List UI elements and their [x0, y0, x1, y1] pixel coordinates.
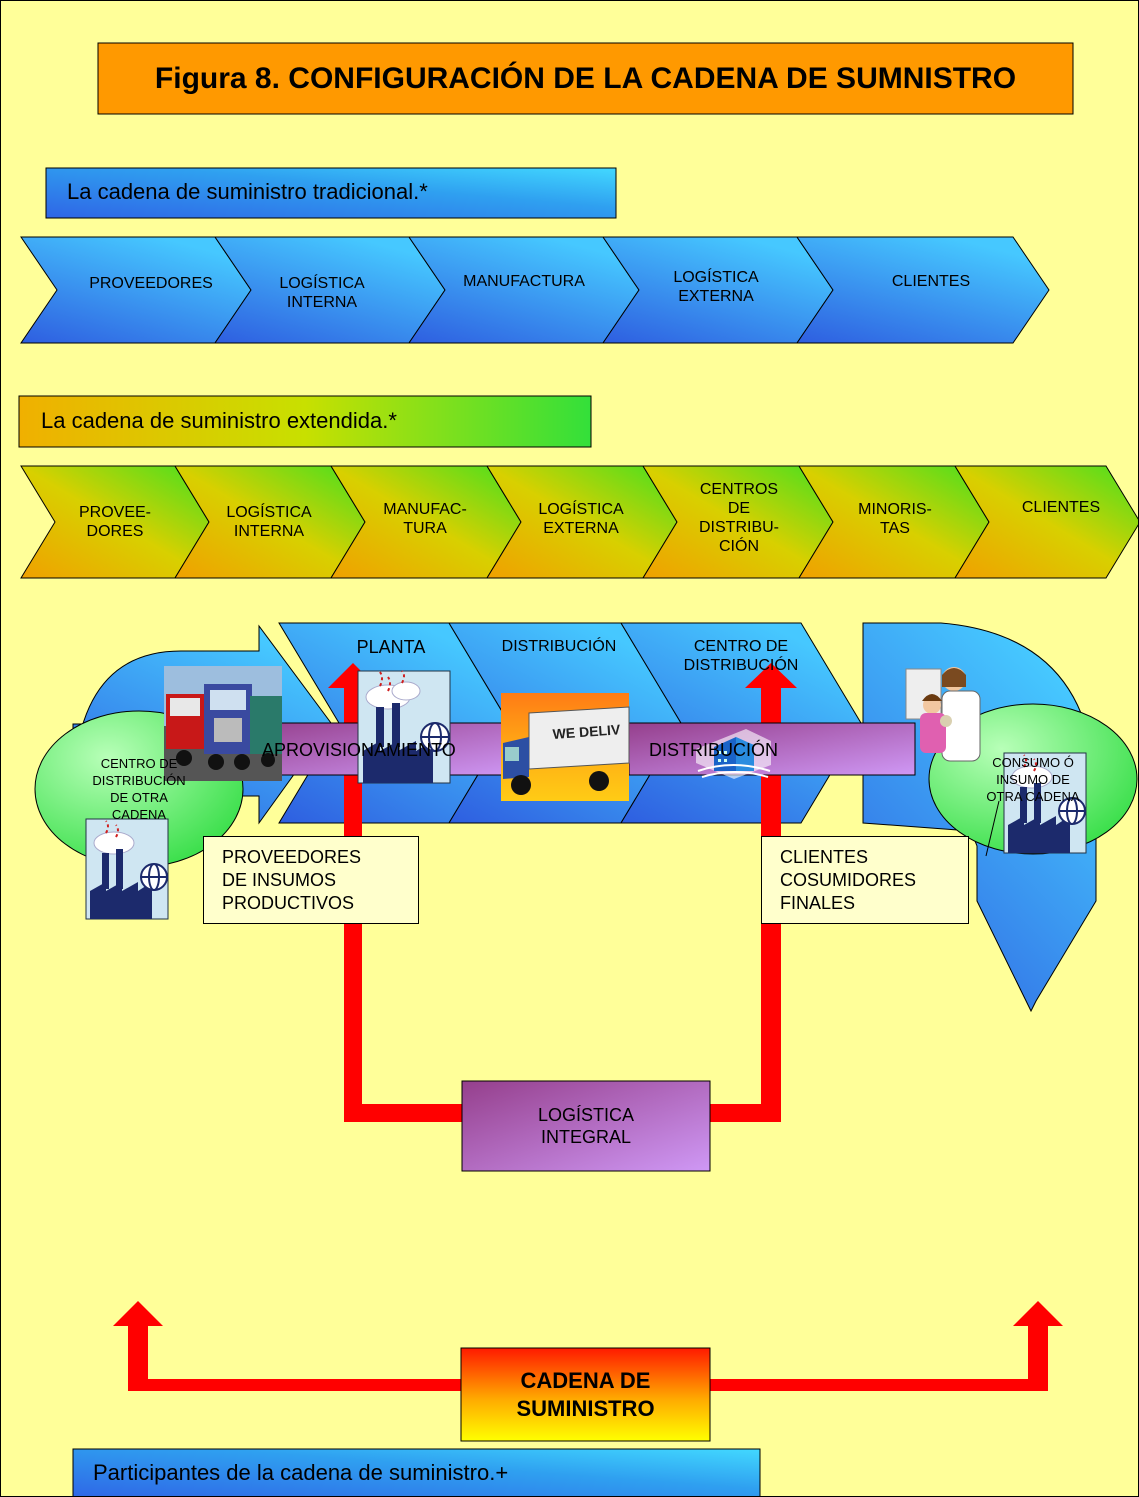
proveedores-text: PROVEEDORES DE INSUMOS PRODUCTIVOS [222, 846, 362, 913]
clientes-text: CLIENTES COSUMIDORES FINALES [780, 846, 917, 913]
participants-label: Participantes de la cadena de suministro… [93, 1460, 509, 1485]
extended-label: La cadena de suministro extendida.* [41, 408, 397, 433]
oval-left-label: CENTRO DE DISTRIBUCIÓN DE OTRA CADENA [92, 756, 186, 822]
building-icon-centro [696, 729, 771, 779]
proveedores-box: PROVEEDORES DE INSUMOS PRODUCTIVOS [203, 836, 419, 924]
cadena-box [460, 1347, 711, 1442]
flow-centro-label: CENTRO DE DISTRIBUCIÓN [683, 638, 799, 674]
truck-icon-distribucion: WE DELIV [501, 693, 630, 801]
factory-icon-planta [357, 670, 451, 784]
distribucion-logistica-label: DISTRIBUCIÓN [649, 740, 779, 760]
arrow-to-distribucion [710, 663, 797, 1122]
flow-planta-label: PLANTA [356, 636, 426, 657]
right-arrow-divider [985, 800, 1000, 857]
ext-chevron-7 [954, 465, 1138, 579]
flow-distribucion-label: DISTRIBUCIÓN [501, 637, 617, 655]
oval-right-label: CONSUMO Ó INSUMO DE OTRA CADENA [986, 754, 1080, 804]
trad-step-2: LOGÍSTICA INTERNA [279, 275, 365, 311]
trad-step-1: PROVEEDORES [89, 274, 213, 292]
factory-icon-left [85, 818, 169, 920]
trad-chevron-5 [796, 236, 1050, 344]
logistica-integral-box [461, 1080, 711, 1172]
traditional-label-bar [45, 167, 617, 219]
ext-step-2: LOGÍSTICA INTERNA [226, 504, 312, 540]
distribucion-logistica-box [628, 722, 916, 776]
trad-step-5: CLIENTES [891, 272, 971, 290]
trad-step-4: LOGÍSTICA EXTERNA [673, 269, 759, 305]
people-icon-clients [905, 667, 981, 762]
title-box [97, 42, 1074, 115]
trucks-photo [164, 666, 282, 781]
ext-step-1: PROVEE- DORES [78, 504, 151, 540]
ext-step-4: LOGÍSTICA EXTERNA [538, 501, 624, 537]
ext-step-3: MANUFAC- TURA [383, 501, 467, 537]
trad-step-3: MANUFACTURA [463, 272, 585, 290]
traditional-label: La cadena de suministro tradicional.* [67, 179, 428, 204]
cadena-label: CADENA DE SUMINISTRO [516, 1367, 655, 1421]
svg-text:WE DELIV: WE DELIV [552, 721, 621, 742]
arrow-to-left-oval [113, 1301, 461, 1391]
factory-icon-right [1003, 752, 1087, 854]
logistica-integral-label: LOGÍSTICA INTEGRAL [537, 1105, 635, 1147]
clientes-box: CLIENTES COSUMIDORES FINALES [761, 836, 969, 924]
ext-step-7: CLIENTES [1021, 498, 1101, 516]
page-title: Figura 8. CONFIGURACIÓN DE LA CADENA DE … [154, 61, 1017, 95]
ext-step-5: CENTROS DE DISTRIBU- CIÓN [699, 481, 779, 555]
extended-label-bar [18, 395, 592, 448]
aprovisionamiento-label: APROVISIONAMIENTO [262, 740, 456, 760]
participants-bar-fill [72, 1448, 761, 1496]
ext-step-6: MINORIS- TAS [858, 501, 932, 537]
arrow-to-right-oval [710, 1301, 1063, 1391]
